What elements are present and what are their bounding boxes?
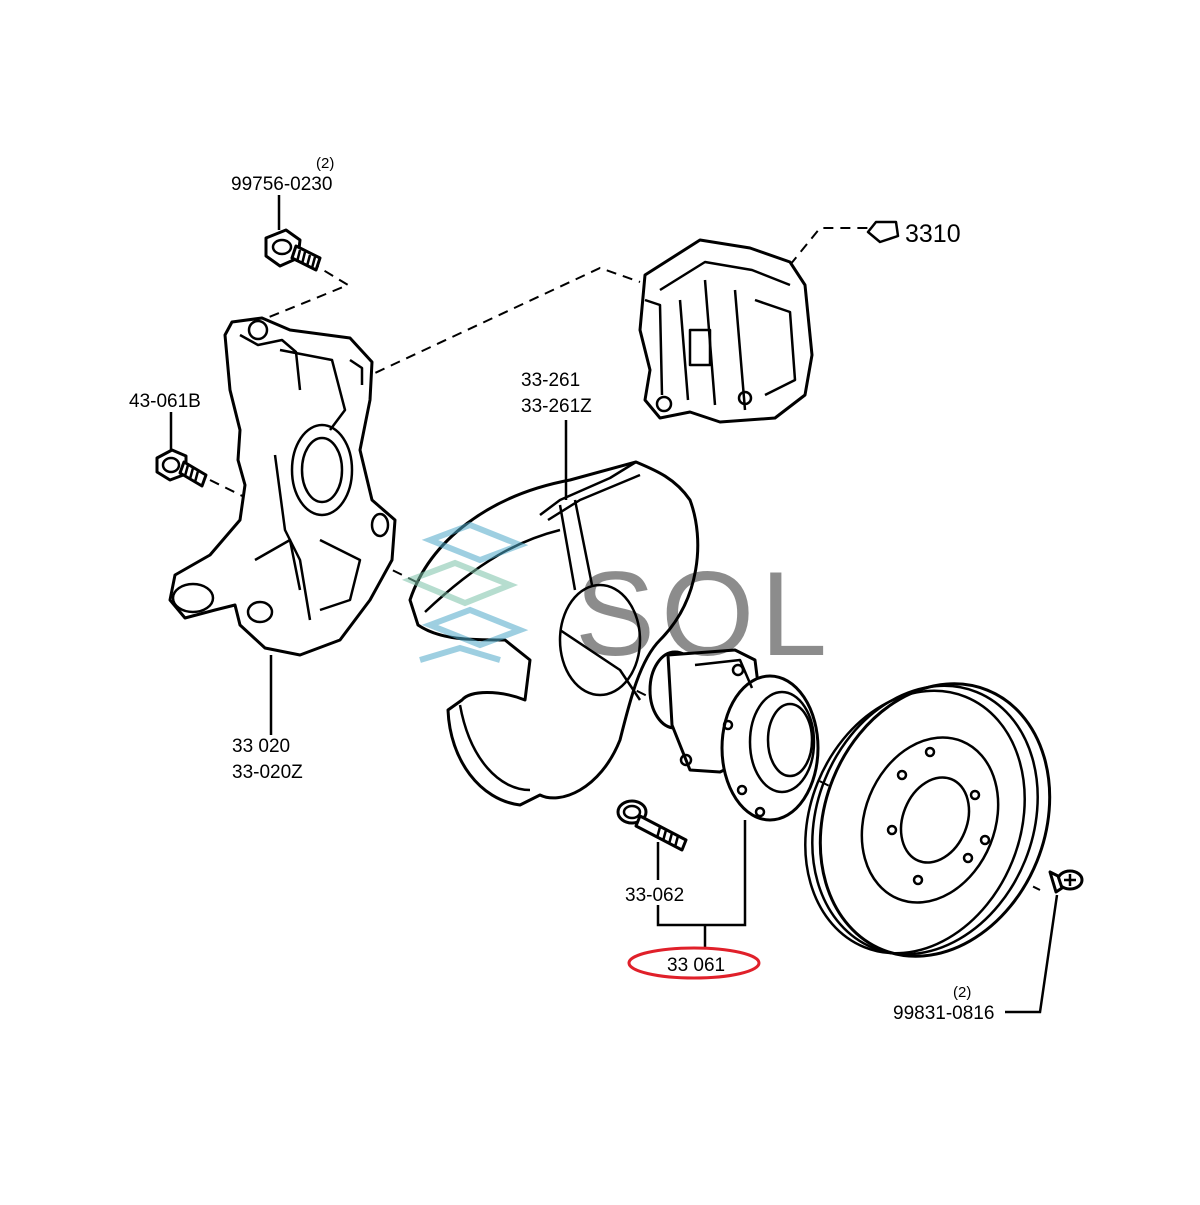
bolt-43-061b[interactable] <box>155 448 208 488</box>
screw-99831-0816[interactable] <box>1048 869 1084 894</box>
highlight-ring <box>627 946 761 980</box>
steering-knuckle-33-020[interactable] <box>168 316 397 657</box>
wheel-hub-assembly-33-061[interactable] <box>648 648 820 822</box>
label-knuckle-bolt: 43-061B <box>129 391 201 412</box>
label-rotor-screw: 99831-0816 <box>893 1003 994 1024</box>
bolt-33-062[interactable] <box>616 799 688 852</box>
sol-watermark-logo <box>401 521 529 663</box>
caliper-reference-icon <box>866 220 900 244</box>
leader-hub-assembly-bracket <box>656 820 747 927</box>
label-knuckle: 33 020 <box>232 736 290 757</box>
watermark-text: SOL <box>575 547 833 681</box>
brake-caliper-3310[interactable] <box>638 238 814 424</box>
label-bolt-top: 99756-0230 <box>231 174 332 195</box>
label-bolt-top-qty: (2) <box>316 155 334 172</box>
brake-rotor[interactable] <box>767 649 1089 991</box>
label-caliper: 3310 <box>905 220 961 248</box>
dust-shield-33-261[interactable] <box>408 460 700 807</box>
label-hub-bolt: 33-062 <box>625 885 684 906</box>
bolt-99756-0230[interactable] <box>264 228 322 272</box>
label-knuckle-alt: 33-020Z <box>232 762 303 783</box>
label-dust-shield: 33-261 <box>521 370 580 391</box>
label-dust-shield-alt: 33-261Z <box>521 396 592 417</box>
label-rotor-screw-qty: (2) <box>953 984 971 1001</box>
label-hub-assembly: 33 061 <box>667 955 725 976</box>
leader-rotor-screw <box>1005 894 1059 1014</box>
